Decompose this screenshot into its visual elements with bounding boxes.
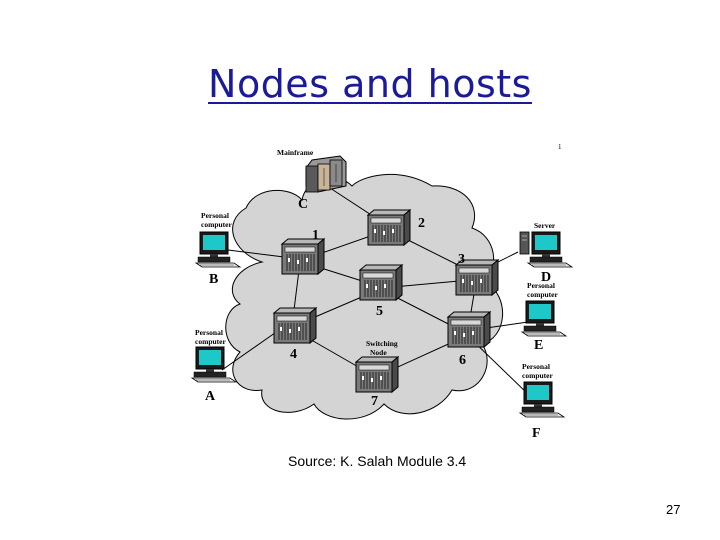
switching-node-caption-line1: Switching	[366, 339, 398, 348]
personal-computer-f-icon	[519, 381, 565, 418]
slide-title: Nodes and hosts	[208, 62, 532, 106]
node-label-7: 7	[371, 394, 378, 409]
host-type-b-line1: Personal	[201, 211, 229, 220]
node-label-6: 6	[459, 353, 466, 368]
node-label-4: 4	[290, 347, 297, 362]
host-label-c: C	[298, 197, 308, 212]
node-label-5: 5	[376, 304, 383, 319]
switching-node-7	[355, 356, 399, 393]
switching-node-6	[447, 311, 491, 348]
personal-computer-b-icon	[195, 231, 241, 268]
server-d-icon	[519, 231, 573, 268]
link-b-1	[227, 249, 293, 259]
switching-node-caption-line2: Node	[370, 348, 387, 357]
host-type-a-line2: computer	[195, 337, 226, 346]
host-label-f: F	[532, 426, 541, 441]
switching-node-2	[367, 209, 411, 246]
host-type-d: Server	[534, 221, 556, 230]
host-type-f-line1: Personal	[522, 362, 550, 371]
personal-computer-e-icon	[521, 300, 567, 337]
host-type-e-line2: computer	[527, 290, 558, 299]
node-label-1: 1	[312, 228, 319, 243]
switching-node-5	[359, 264, 403, 301]
host-label-a: A	[205, 389, 216, 404]
host-type-b-line2: computer	[201, 220, 232, 229]
source-caption: Source: K. Salah Module 3.4	[288, 453, 467, 469]
host-type-e-line1: Personal	[527, 281, 555, 290]
corner-mark: 1	[558, 143, 562, 151]
host-type-f-line2: computer	[522, 371, 553, 380]
host-label-b: B	[209, 272, 218, 287]
mainframe-icon	[305, 155, 347, 193]
page-number: 27	[666, 502, 681, 517]
switching-node-1	[281, 238, 325, 275]
host-type-c: Mainframe	[277, 148, 314, 157]
host-type-a-line1: Personal	[195, 328, 223, 337]
node-label-2: 2	[418, 216, 425, 231]
link-a-4	[221, 327, 283, 371]
node-label-3: 3	[458, 252, 465, 267]
switching-node-4	[273, 307, 317, 344]
host-label-e: E	[534, 338, 543, 353]
host-label-d: D	[541, 270, 551, 285]
